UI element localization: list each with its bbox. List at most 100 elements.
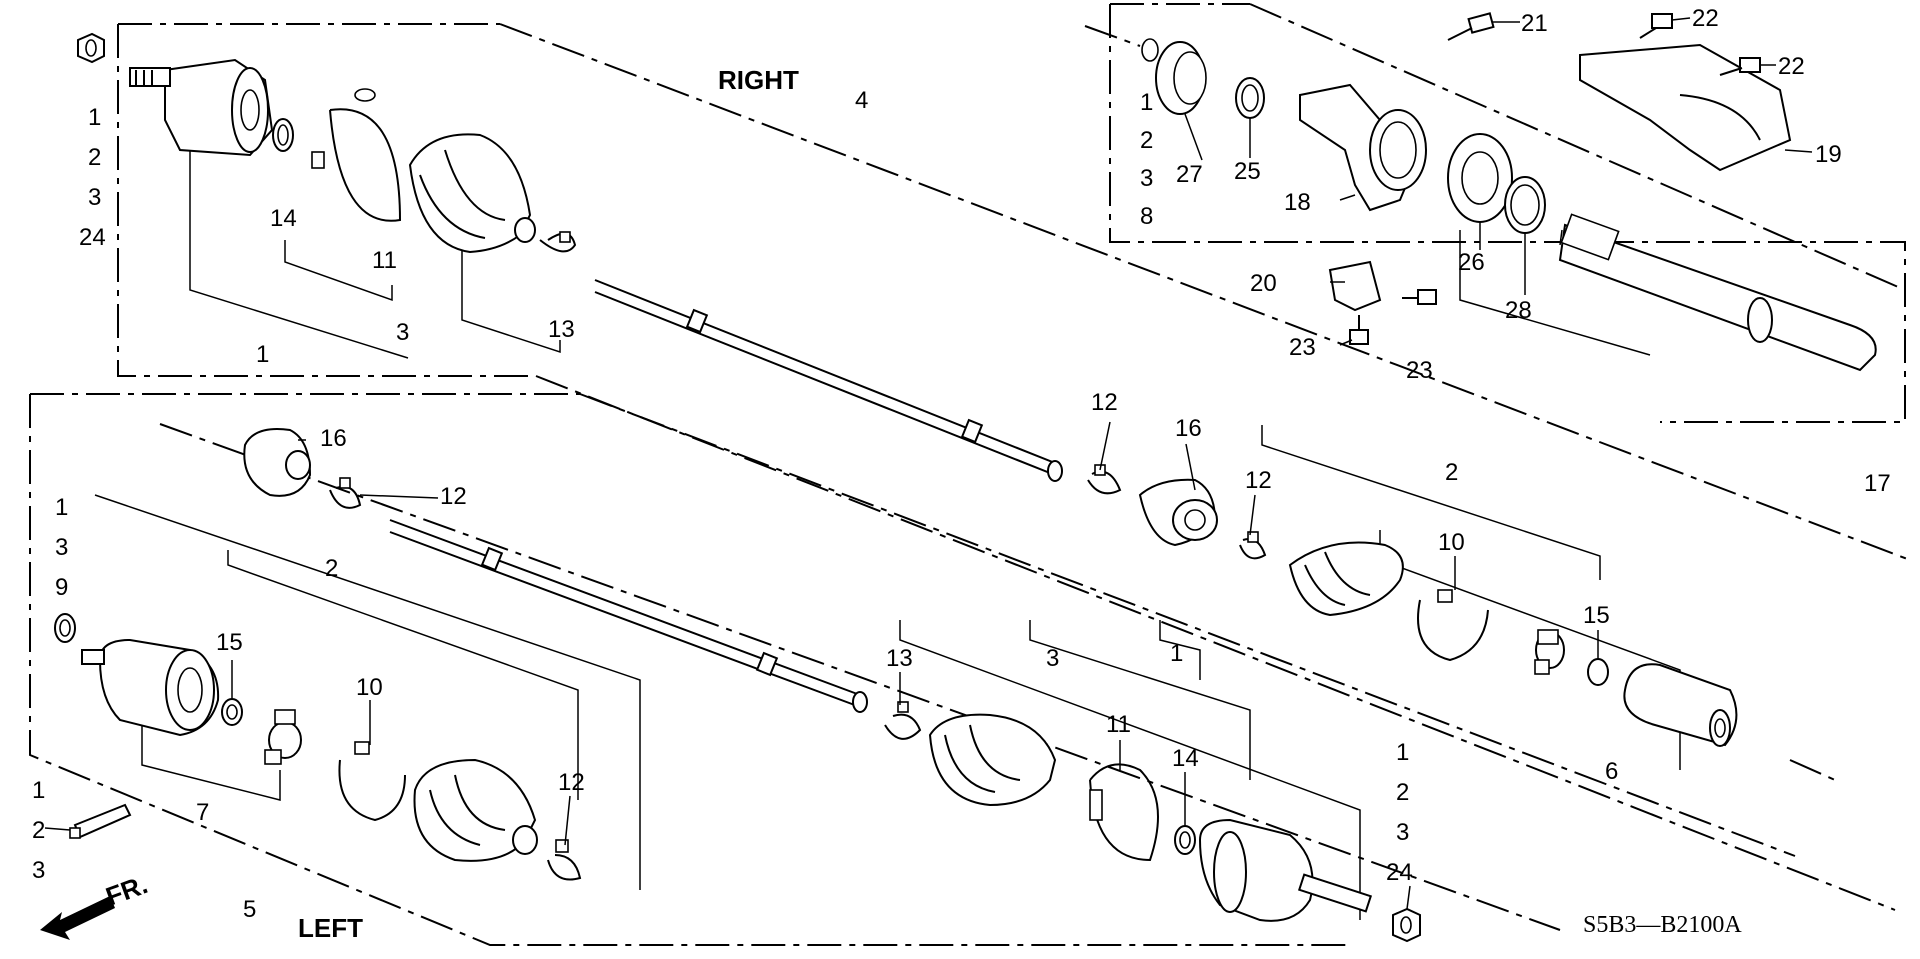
left-outboard-joint-7	[81, 638, 220, 737]
list-item: 3	[88, 184, 101, 211]
intermediate-shaft-outline	[1084, 3, 1906, 423]
callout: 23	[1406, 357, 1433, 384]
callout: 26	[1458, 249, 1485, 276]
right-shaft-outline	[117, 23, 1911, 911]
left-outer-boot	[928, 713, 1057, 807]
callout: 20	[1250, 270, 1277, 297]
list-item: 1	[1396, 739, 1409, 766]
callout: 27	[1176, 161, 1203, 188]
callout: 1	[1170, 640, 1183, 667]
callout: 1	[256, 341, 269, 368]
front-label: FR.	[102, 869, 152, 912]
intermediate-bolt-21	[1447, 12, 1495, 41]
left-boot-band-12b	[547, 839, 582, 881]
left-halfshaft	[389, 519, 868, 713]
callout: 2	[325, 555, 338, 582]
left-nut-reference-list: 1 2 3 24	[1386, 739, 1413, 886]
left-clip-reference-list: 1 3 9	[55, 494, 68, 601]
cv-joint-outline-line	[159, 423, 1561, 931]
right-boot-band-13	[539, 231, 577, 253]
callout: 14	[270, 205, 297, 232]
left-tube-reference-list: 1 2 3	[32, 777, 45, 884]
list-item: 3	[55, 534, 68, 561]
callout: 2	[1445, 459, 1458, 486]
list-item: 3	[1140, 165, 1153, 192]
right-inner-boot	[1288, 541, 1404, 617]
list-item: 2	[88, 144, 101, 171]
grease-tube	[69, 803, 132, 839]
list-item: 24	[1386, 859, 1413, 886]
right-inner-boot-16	[1138, 478, 1218, 547]
callout: 23	[1289, 334, 1316, 361]
callout: 7	[196, 799, 209, 826]
right-boot-band-10	[1417, 589, 1489, 662]
heading-right: RIGHT	[718, 65, 799, 95]
right-boot-band-12b	[1239, 531, 1267, 560]
callout: 3	[1046, 645, 1059, 672]
outboard-arrow-line	[1789, 759, 1836, 781]
callout: 14	[1172, 745, 1199, 772]
list-item: 2	[1140, 127, 1153, 154]
callout: 13	[886, 645, 913, 672]
callout: 12	[558, 769, 585, 796]
callout: 22	[1778, 53, 1805, 80]
right-outer-boot	[408, 133, 536, 254]
left-boot-16	[243, 428, 312, 497]
list-item: 9	[55, 574, 68, 601]
callout: 10	[356, 674, 383, 701]
callout: 11	[1106, 711, 1131, 738]
front-arrow-icon	[40, 896, 115, 940]
right-circlip-14	[272, 118, 294, 152]
left-tripod-joint	[264, 709, 302, 765]
intermediate-bolts-23	[1349, 289, 1437, 345]
callout: 28	[1505, 297, 1532, 324]
right-outer-cv-joint	[129, 58, 274, 157]
bearing-reference-list: 1 2 3 8	[1140, 89, 1153, 230]
left-circlip-9	[54, 613, 76, 643]
intermediate-circlip-1	[1141, 38, 1159, 62]
callout: 16	[1175, 415, 1202, 442]
left-boot-band-11	[1089, 763, 1159, 862]
callout: 12	[440, 483, 467, 510]
callout: 13	[548, 316, 575, 343]
callout: 16	[320, 425, 347, 452]
callout: 18	[1284, 189, 1311, 216]
callout: 15	[1583, 602, 1610, 629]
list-item: 8	[1140, 203, 1153, 230]
callout: 25	[1234, 158, 1261, 185]
right-spindle-nut	[77, 32, 105, 64]
left-spindle-nut	[1392, 907, 1421, 943]
callouts: 1 3 4 11 13 14 16 12 12 16 12 2 10 15 6 …	[196, 5, 1891, 923]
left-inner-boot	[413, 758, 538, 862]
callout: 19	[1815, 141, 1842, 168]
left-outer-cv-joint	[1198, 818, 1373, 922]
callout: 5	[243, 896, 256, 923]
list-item: 24	[79, 224, 106, 251]
list-item: 3	[32, 857, 45, 884]
callout: 11	[372, 247, 397, 274]
left-boot-band-10	[338, 741, 406, 822]
callout: 4	[855, 87, 868, 114]
intermediate-heat-shield-19	[1579, 43, 1792, 172]
intermediate-circlip-28	[1504, 176, 1546, 234]
list-item: 1	[1140, 89, 1153, 116]
left-circlip-15	[221, 698, 243, 726]
list-item: 3	[1396, 819, 1409, 846]
left-boot-band-13	[884, 701, 922, 740]
list-item: 2	[1396, 779, 1409, 806]
list-item: 2	[32, 817, 45, 844]
right-nut-reference-list: 1 2 3 24	[79, 104, 106, 251]
right-tripod-joint	[1534, 629, 1609, 686]
callout-leaders	[44, 17, 1813, 910]
list-item: 1	[55, 494, 68, 521]
intermediate-bracket-20	[1328, 260, 1382, 312]
left-boot-band-12a	[329, 477, 362, 509]
diagram-code: S5B3—B2100A	[1583, 912, 1742, 938]
left-shaft-outline	[29, 393, 1796, 946]
right-inboard-joint	[1623, 663, 1738, 747]
intermediate-bearing-26	[1447, 133, 1513, 223]
callout: 10	[1438, 529, 1465, 556]
intermediate-circlip-25	[1235, 77, 1265, 119]
list-item: 1	[32, 777, 45, 804]
